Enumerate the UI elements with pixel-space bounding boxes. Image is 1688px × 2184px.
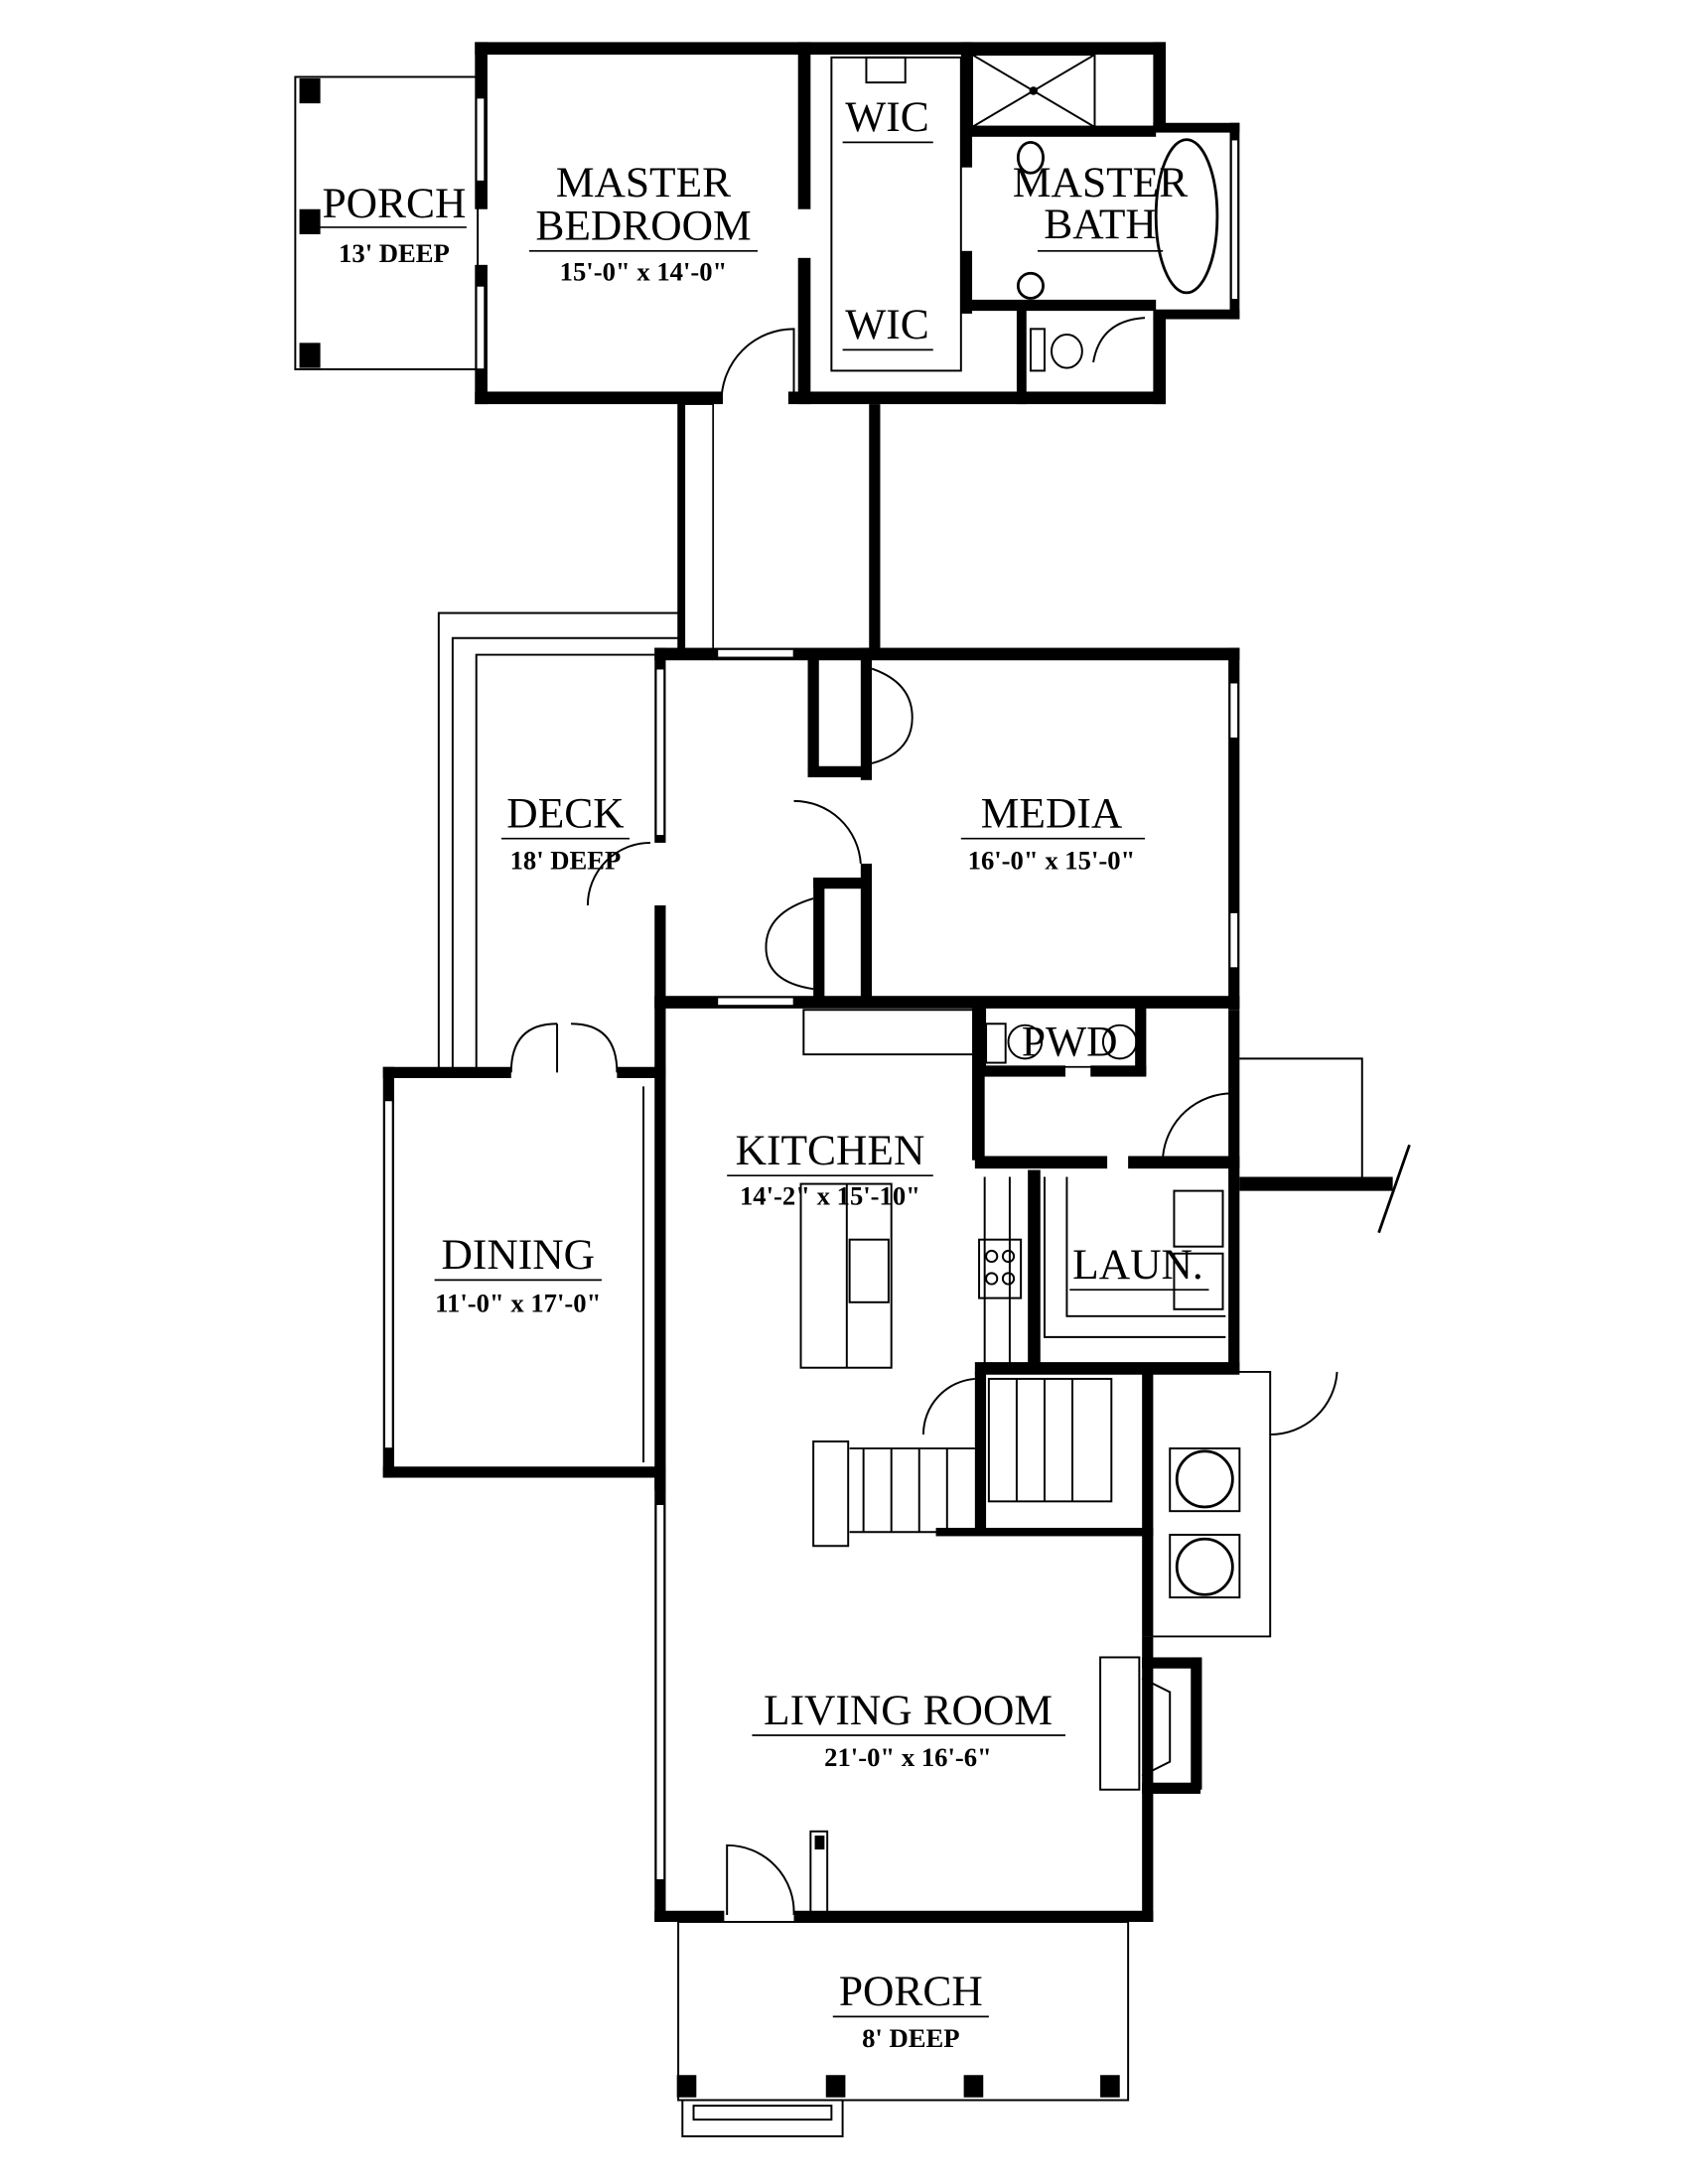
room-dims-porch-front: 8' DEEP: [862, 2023, 959, 2053]
dining-walls: [382, 1023, 666, 1478]
room-label-deck: DECK: [506, 789, 624, 837]
room-label-pwd: PWD: [1022, 1019, 1118, 1066]
porch-post: [299, 208, 321, 234]
room-labels: PORCH 13' DEEP MASTER BEDROOM 15'-0" x 1…: [317, 93, 1209, 2053]
master-suite-walls: [475, 42, 1240, 405]
room-dims-dining: 11'-0" x 17'-0": [435, 1289, 601, 1318]
room-dims-kitchen: 14'-2" x 15'-10": [740, 1181, 920, 1211]
room-label-dining: DINING: [442, 1231, 596, 1279]
room-label-living-room: LIVING ROOM: [764, 1687, 1053, 1734]
porch-post: [299, 77, 321, 104]
room-label-media: MEDIA: [981, 789, 1123, 837]
room-dims-porch-rear: 13' DEEP: [339, 238, 450, 268]
room-dims-deck: 18' DEEP: [510, 846, 622, 876]
front-porch: [676, 1920, 1130, 2137]
ac-unit: [1169, 1447, 1241, 1513]
room-label-wic-top: WIC: [845, 93, 929, 141]
deck: [437, 612, 679, 1073]
media-block-walls: [586, 647, 1240, 1491]
room-label-porch-rear: PORCH: [322, 180, 466, 227]
room-label-master-bedroom-2: BEDROOM: [535, 203, 751, 250]
room-label-wic-bottom: WIC: [845, 301, 929, 348]
room-label-master-bath-1: MASTER: [1013, 159, 1188, 206]
room-label-master-bedroom-1: MASTER: [556, 159, 731, 206]
room-label-master-bath-2: BATH: [1044, 201, 1157, 248]
room-dims-media: 16'-0" x 15'-0": [968, 846, 1136, 876]
stairs: [812, 1370, 1338, 1638]
porch-post: [299, 342, 321, 368]
room-label-kitchen: KITCHEN: [736, 1127, 925, 1174]
room-dims-living-room: 21'-0" x 16'-6": [824, 1742, 992, 1772]
breezeway: [677, 403, 881, 655]
ac-unit: [1169, 1534, 1241, 1599]
room-label-laundry: LAUN.: [1072, 1241, 1203, 1289]
living-room-walls: [654, 1469, 1202, 1922]
rear-porch: [294, 75, 480, 371]
room-dims-master-bedroom: 15'-0" x 14'-0": [560, 256, 728, 286]
room-label-porch-front: PORCH: [839, 1968, 983, 2015]
